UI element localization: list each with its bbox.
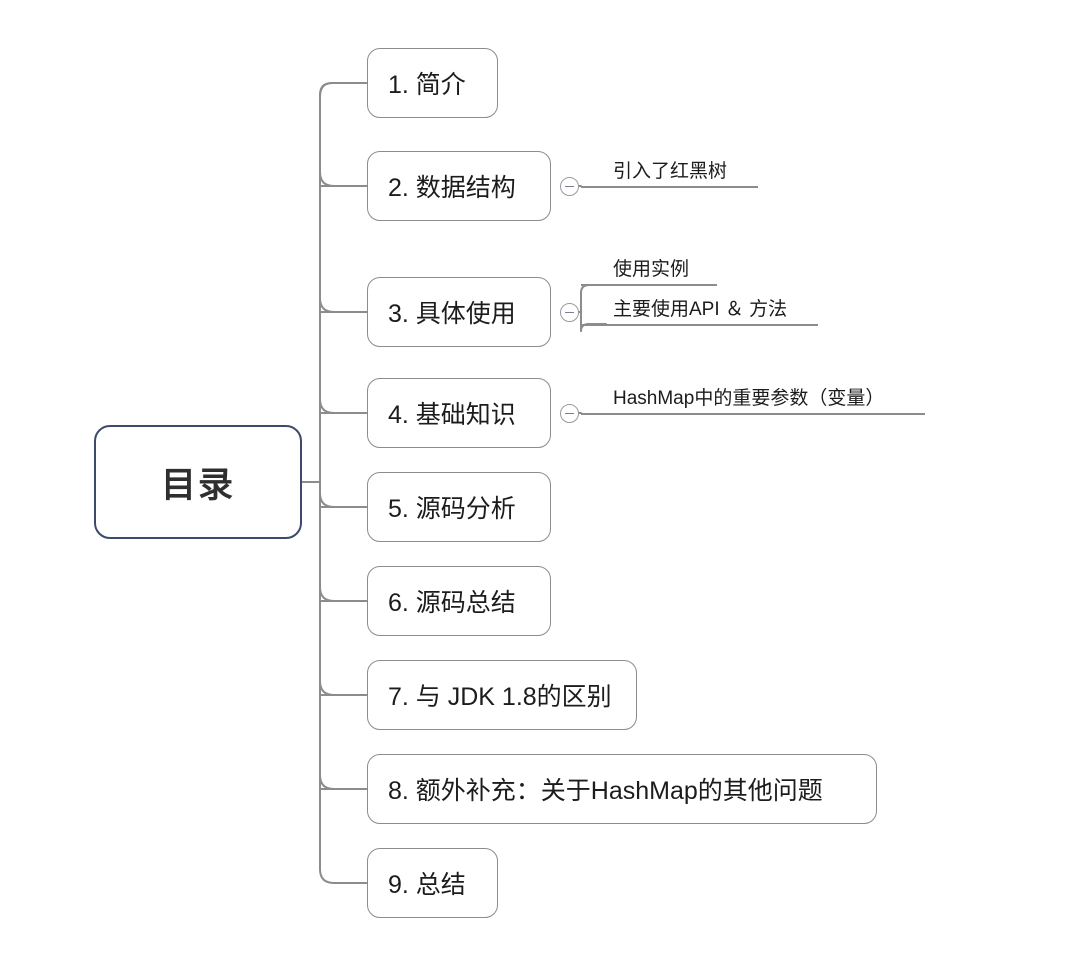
root-node[interactable]: 目录: [94, 425, 302, 539]
branch-node-5-label: 5. 源码分析: [388, 495, 516, 523]
branch-node-2-label: 2. 数据结构: [388, 174, 516, 202]
collapse-toggle-branch-2-minus-circle-icon[interactable]: [560, 177, 579, 196]
branch-node-6-label: 6. 源码总结: [388, 589, 516, 617]
leaf-item-branch-2-1[interactable]: 引入了红黑树: [581, 150, 758, 188]
branch-node-5[interactable]: 5. 源码分析: [367, 472, 551, 542]
branch-node-2[interactable]: 2. 数据结构: [367, 151, 551, 221]
collapse-toggle-branch-3-minus-circle-icon[interactable]: [560, 303, 579, 322]
branch-node-8[interactable]: 8. 额外补充：关于HashMap的其他问题: [367, 754, 877, 824]
branch-node-1-label: 1. 简介: [388, 71, 466, 99]
branch-node-7[interactable]: 7. 与 JDK 1.8的区别: [367, 660, 637, 730]
leaf-item-branch-3-2[interactable]: 主要使用API ＆ 方法: [581, 290, 818, 326]
branch-node-8-label: 8. 额外补充：关于HashMap的其他问题: [388, 777, 823, 805]
leaf-item-branch-2-1-label: 引入了红黑树: [613, 161, 728, 182]
connector-branch-9: [319, 868, 368, 884]
leaf-item-branch-3-1[interactable]: 使用实例: [581, 250, 717, 286]
connector-elbow-7: [319, 680, 368, 696]
connector-elbow-3: [319, 297, 368, 313]
connector-elbow-5: [319, 492, 368, 508]
connector-elbow-4: [319, 398, 368, 414]
collapse-toggle-branch-4-minus-circle-icon[interactable]: [560, 404, 579, 423]
branch-node-7-label: 7. 与 JDK 1.8的区别: [388, 683, 612, 711]
branch-node-3-label: 3. 具体使用: [388, 300, 516, 328]
connector-elbow-8: [319, 774, 368, 790]
connector-elbow-1: [319, 82, 333, 98]
branch-node-3[interactable]: 3. 具体使用: [367, 277, 551, 347]
leaf-item-branch-4-1-label: HashMap中的重要参数（变量）: [613, 388, 885, 409]
connector-branch-1: [319, 82, 368, 96]
branch-node-6[interactable]: 6. 源码总结: [367, 566, 551, 636]
connector-elbow-6: [319, 586, 368, 602]
branch-node-9[interactable]: 9. 总结: [367, 848, 498, 918]
connector-elbow-2: [319, 171, 368, 187]
branch-node-9-label: 9. 总结: [388, 871, 466, 899]
branch-node-1[interactable]: 1. 简介: [367, 48, 498, 118]
leaf-item-branch-3-2-label: 主要使用API ＆ 方法: [613, 299, 788, 320]
leaf-item-branch-4-1[interactable]: HashMap中的重要参数（变量）: [581, 377, 925, 415]
branch-node-4-label: 4. 基础知识: [388, 401, 516, 429]
leaf-item-branch-3-1-label: 使用实例: [613, 259, 690, 280]
branch-node-4[interactable]: 4. 基础知识: [367, 378, 551, 448]
root-node-label: 目录: [160, 465, 235, 505]
